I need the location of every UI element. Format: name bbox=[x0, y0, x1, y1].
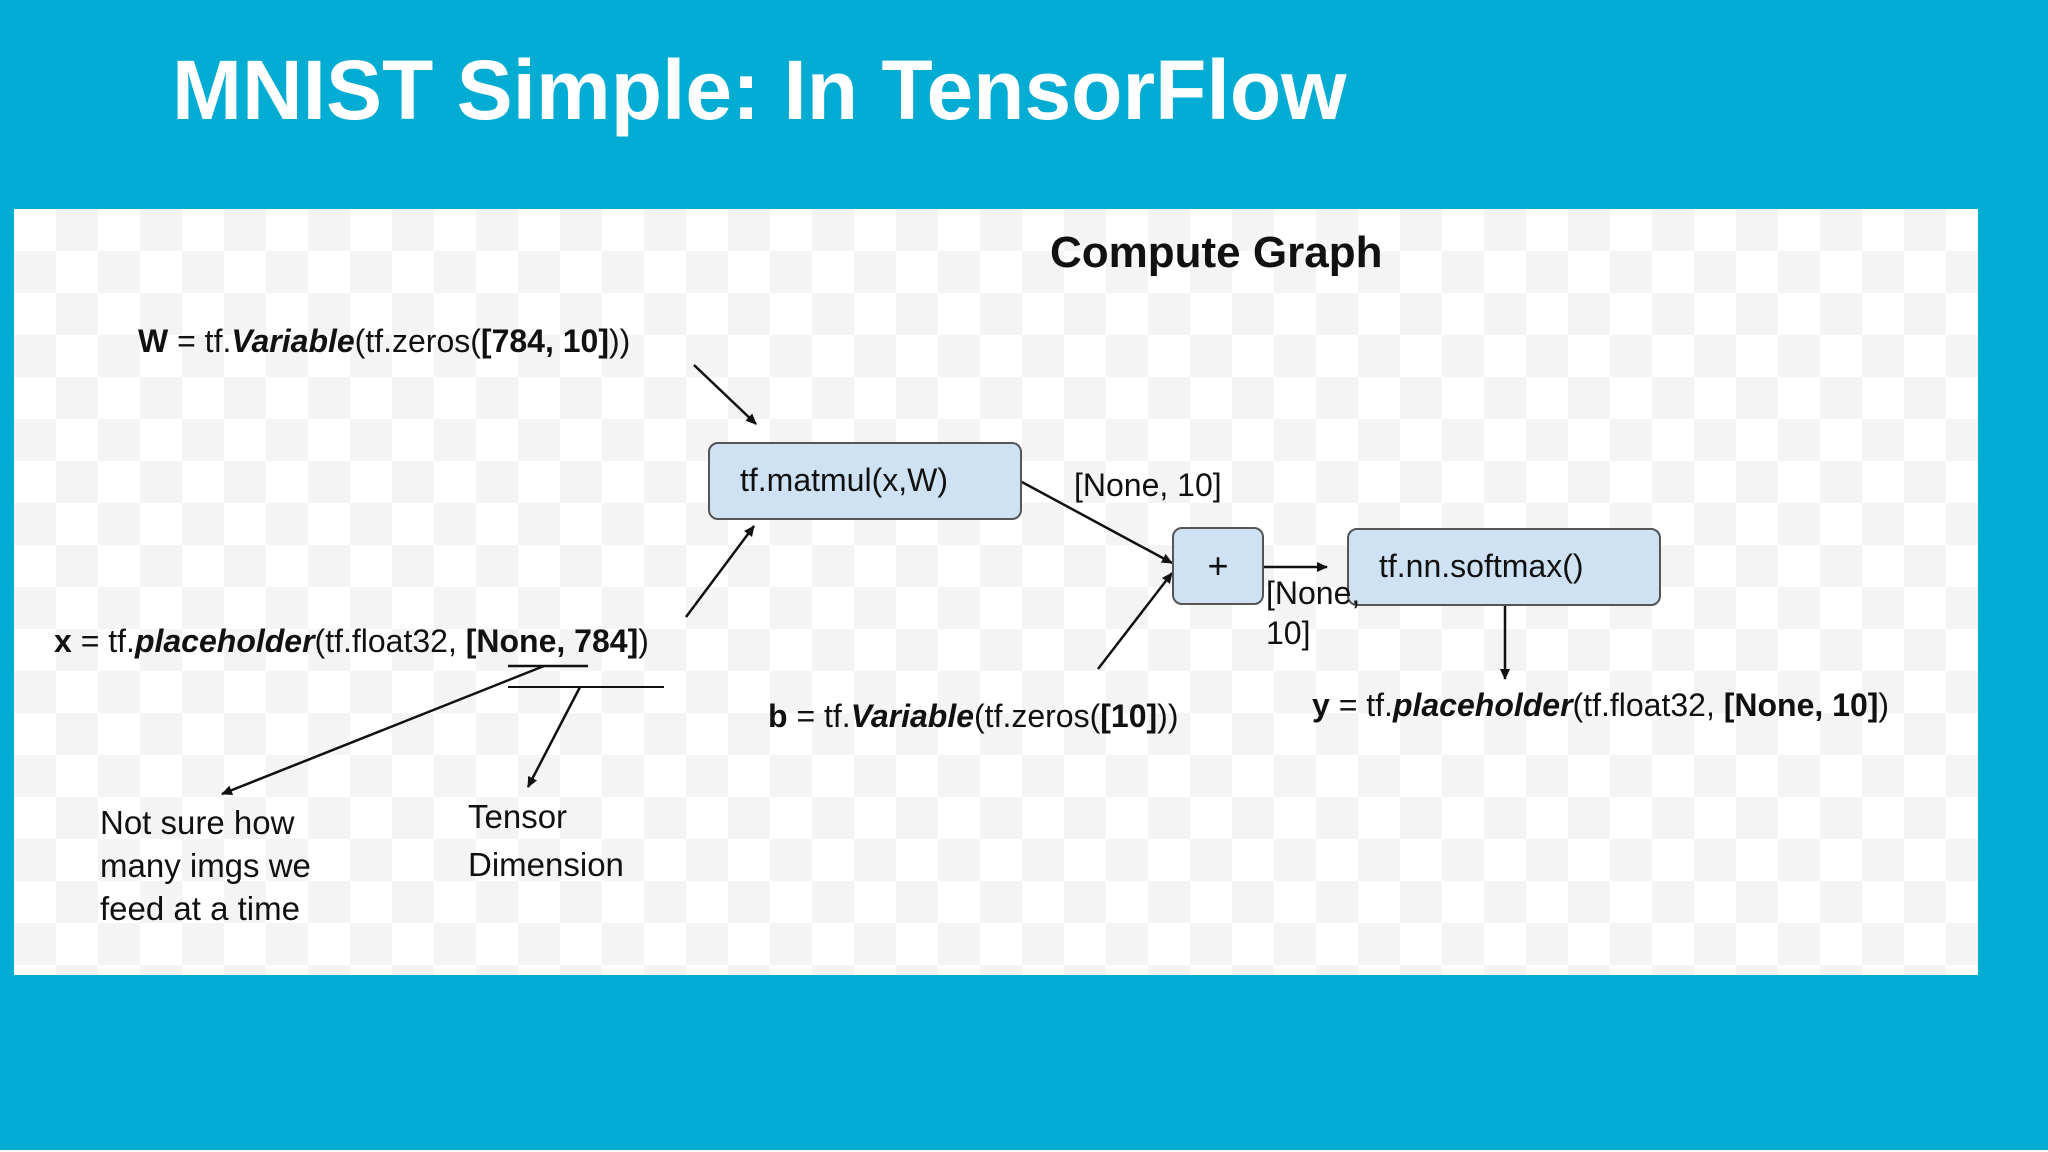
y-args-open: (tf.float32, bbox=[1572, 687, 1724, 723]
add-output-shape-line2: 10] bbox=[1266, 615, 1311, 651]
arrow-to-dimension-note bbox=[526, 686, 582, 788]
b-args-close: )) bbox=[1157, 698, 1179, 734]
dimension-note-line1: Tensor bbox=[468, 798, 568, 835]
w-var: W bbox=[138, 323, 169, 359]
arrow-to-batch-note bbox=[221, 664, 545, 796]
x-fn: placeholder bbox=[134, 623, 315, 659]
x-var: x bbox=[54, 623, 72, 659]
add-node: + bbox=[1172, 527, 1264, 605]
dimension-note-line2: Dimension bbox=[468, 846, 624, 883]
add-node-label: + bbox=[1207, 545, 1229, 586]
batch-size-note: Not sure how many imgs we feed at a time bbox=[100, 804, 311, 927]
matmul-node: tf.matmul(x,W) bbox=[708, 442, 1022, 520]
b-fn: Variable bbox=[850, 698, 975, 734]
y-eq: = tf. bbox=[1329, 687, 1393, 723]
x-args-close: ) bbox=[638, 623, 649, 659]
arrow-x-to-matmul bbox=[684, 525, 756, 618]
y-definition: y = tf.placeholder(tf.float32, [None, 10… bbox=[1312, 685, 1889, 725]
arrow-b-to-add bbox=[1097, 572, 1173, 670]
graph-title: Compute Graph bbox=[1050, 228, 1383, 277]
arrow-w-to-matmul bbox=[693, 364, 757, 425]
diagram-connectors bbox=[221, 364, 1510, 796]
y-args-close: ) bbox=[1878, 687, 1890, 723]
y-shape: [None, 10] bbox=[1723, 687, 1879, 723]
w-eq: = tf. bbox=[168, 323, 232, 359]
matmul-node-label: tf.matmul(x,W) bbox=[740, 462, 948, 498]
arrow-matmul-to-add bbox=[1019, 479, 1173, 565]
x-eq: = tf. bbox=[71, 623, 135, 659]
w-fn: Variable bbox=[231, 323, 355, 359]
w-definition: W = tf.Variable(tf.zeros([784, 10])) bbox=[138, 321, 630, 361]
add-output-shape-line1: [None, bbox=[1266, 575, 1361, 611]
b-eq: = tf. bbox=[787, 698, 851, 734]
y-fn: placeholder bbox=[1392, 687, 1573, 723]
b-var: b bbox=[768, 698, 788, 734]
w-args-close: )) bbox=[608, 323, 631, 359]
x-args-open: (tf.float32, bbox=[314, 623, 466, 659]
b-args-open: (tf.zeros( bbox=[974, 698, 1101, 734]
x-shape: [None, 784] bbox=[465, 623, 639, 659]
compute-graph-diagram: Compute Graph W = tf.Variable(tf.zeros([… bbox=[14, 209, 1978, 975]
softmax-node: tf.nn.softmax() bbox=[1347, 528, 1661, 606]
y-var: y bbox=[1312, 687, 1330, 723]
w-args-open: (tf.zeros( bbox=[354, 323, 481, 359]
slide-title: MNIST Simple: In TensorFlow bbox=[172, 43, 1347, 137]
b-shape: [10] bbox=[1100, 698, 1158, 734]
b-definition: b = tf.Variable(tf.zeros([10])) bbox=[768, 696, 1178, 736]
softmax-node-label: tf.nn.softmax() bbox=[1379, 548, 1584, 584]
w-shape: [784, 10] bbox=[480, 323, 609, 359]
matmul-output-shape: [None, 10] bbox=[1074, 467, 1222, 503]
x-definition: x = tf.placeholder(tf.float32, [None, 78… bbox=[54, 621, 649, 661]
